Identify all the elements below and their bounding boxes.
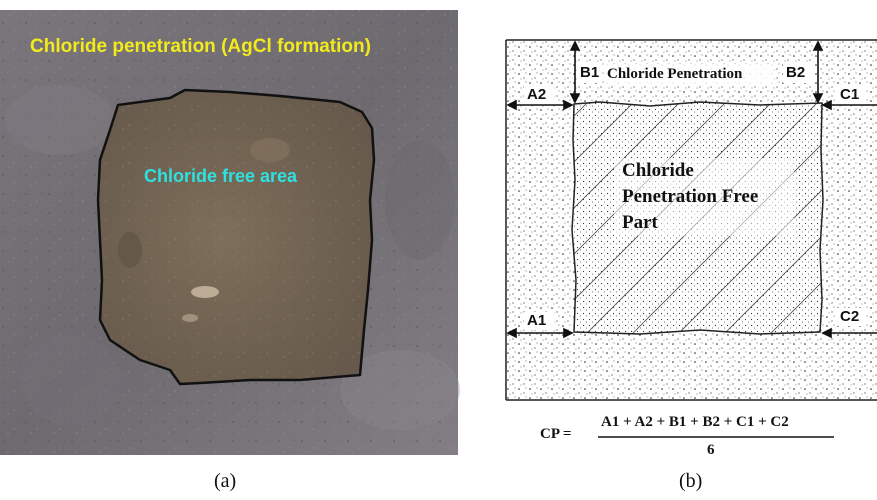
mark-b2: B2 [786, 64, 806, 81]
mark-a2: A2 [527, 86, 547, 103]
formula-denominator: 6 [707, 442, 715, 458]
formula-numerator: A1 + A2 + B1 + B2 + C1 + C2 [601, 414, 789, 430]
mark-c2: C2 [840, 308, 860, 325]
free-part-label-line3: Part [622, 212, 658, 233]
mark-b1: B1 [580, 64, 600, 81]
chloride-penetration-label: Chloride penetration (AgCl formation) [30, 36, 371, 57]
chloride-penetration-zone-label: Chloride Penetration [607, 66, 743, 82]
panel-b-caption: (b) [679, 470, 703, 492]
free-part-label-line1: Chloride [622, 160, 694, 181]
panel-a-caption: (a) [214, 470, 237, 492]
formula-lhs: CP = [540, 426, 572, 442]
mark-c1: C1 [840, 86, 860, 103]
panel-b-schematic [505, 39, 877, 438]
chloride-free-boundary-outline [96, 88, 376, 386]
free-part-label-line2: Penetration Free [622, 186, 759, 207]
dimension-arrows [506, 40, 877, 339]
chloride-free-area-label: Chloride free area [144, 166, 298, 186]
mark-a1: A1 [527, 312, 547, 329]
